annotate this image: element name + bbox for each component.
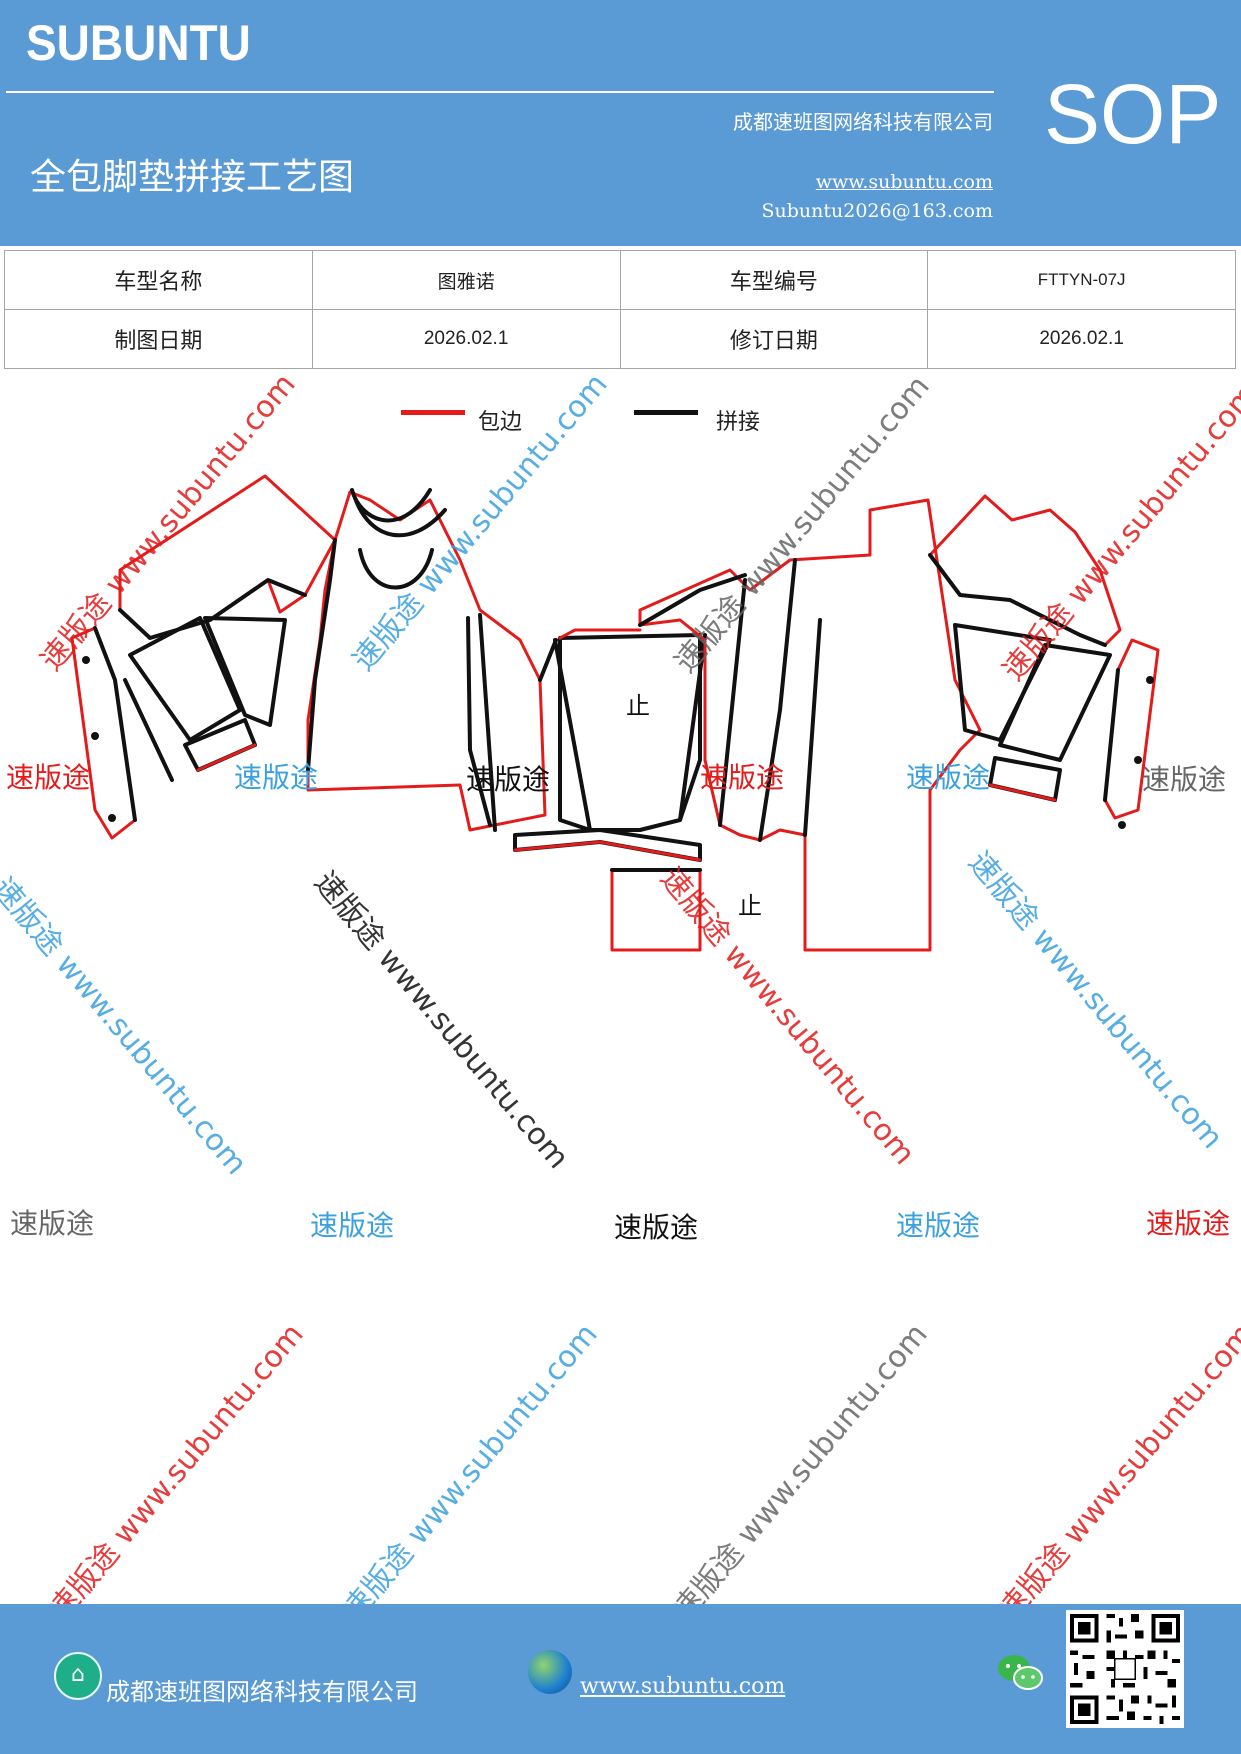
left-sill-outline [70, 626, 137, 840]
watermark-diagonal: 速版途 www.subuntu.com [336, 1317, 605, 1628]
legend-edge-swatch [401, 410, 465, 415]
table-row: 制图日期 2026.02.1 修订日期 2026.02.1 [4, 309, 1236, 369]
draw-date-value: 2026.02.1 [311, 309, 621, 369]
model-code-label: 车型编号 [619, 250, 929, 310]
page-title: 全包脚垫拼接工艺图 [30, 157, 355, 198]
watermark-diagonal: 速版途 www.subuntu.com [42, 1317, 311, 1628]
revise-date-value: 2026.02.1 [927, 309, 1236, 369]
model-code-value: FTTYN-07J [927, 250, 1236, 310]
watermark-diagonal: 速版途 www.subuntu.com [992, 1317, 1241, 1628]
footer-website-link[interactable]: www.subuntu.com [580, 1674, 786, 1699]
center-left-mat-outline [306, 490, 547, 832]
info-table: 车型名称 图雅诺 车型编号 FTTYN-07J 制图日期 2026.02.1 修… [4, 250, 1236, 369]
mat-pattern-diagram [70, 474, 1160, 952]
watermark-text: 速版途 [466, 763, 551, 796]
right-floor-panel-2 [998, 643, 1112, 762]
table-row: 车型名称 图雅诺 车型编号 FTTYN-07J [4, 250, 1236, 310]
model-name-value: 图雅诺 [311, 250, 621, 310]
legend-splice-label: 拼接 [716, 410, 761, 435]
stop-mark: 止 [738, 892, 762, 920]
globe-icon [528, 1650, 572, 1694]
watermark-text: 速版途 [1142, 763, 1227, 796]
watermark-text: 速版途 [896, 1209, 981, 1242]
left-front-mat-splice [118, 578, 307, 640]
model-name-label: 车型名称 [4, 250, 313, 310]
header-divider [6, 91, 994, 93]
home-icon: ⌂ [54, 1652, 102, 1700]
revise-date-label: 修订日期 [619, 309, 929, 369]
watermark-text: 速版途 [234, 761, 319, 794]
draw-date-label: 制图日期 [4, 309, 313, 369]
brand-logo: SUBUNTU [26, 15, 251, 71]
watermark-text: 速版途 [700, 761, 785, 794]
watermark-text: 速版途 [906, 761, 991, 794]
left-floor-panel [128, 616, 242, 742]
center-tunnel-outline [558, 633, 702, 832]
right-floor-panel [953, 623, 1052, 742]
center-right-mat-outline [638, 498, 982, 952]
qr-code [1066, 1610, 1184, 1728]
header-band [0, 0, 1241, 246]
watermark-diagonal: 速版途 www.subuntu.com [666, 1317, 935, 1628]
email-address: Subuntu2026@163.com [761, 200, 993, 222]
watermark-text: 速版途 [614, 1211, 699, 1244]
watermark-text: 速版途 [6, 761, 91, 794]
watermark-text: 速版途 [310, 1209, 395, 1242]
website-link[interactable]: www.subuntu.com [815, 171, 993, 193]
legend-splice-swatch [634, 410, 698, 415]
sop-badge: SOP [1044, 67, 1222, 161]
wechat-icon [998, 1655, 1043, 1690]
watermark-text: 速版途 [1146, 1207, 1231, 1240]
watermark-text: 速版途 [10, 1207, 95, 1240]
left-floor-panel-2 [203, 616, 287, 727]
legend-edge-label: 包边 [478, 410, 523, 435]
footer-company: 成都速班图网络科技有限公司 [106, 1678, 418, 1706]
company-name: 成都速班图网络科技有限公司 [733, 110, 993, 134]
stop-mark: 止 [626, 692, 650, 720]
